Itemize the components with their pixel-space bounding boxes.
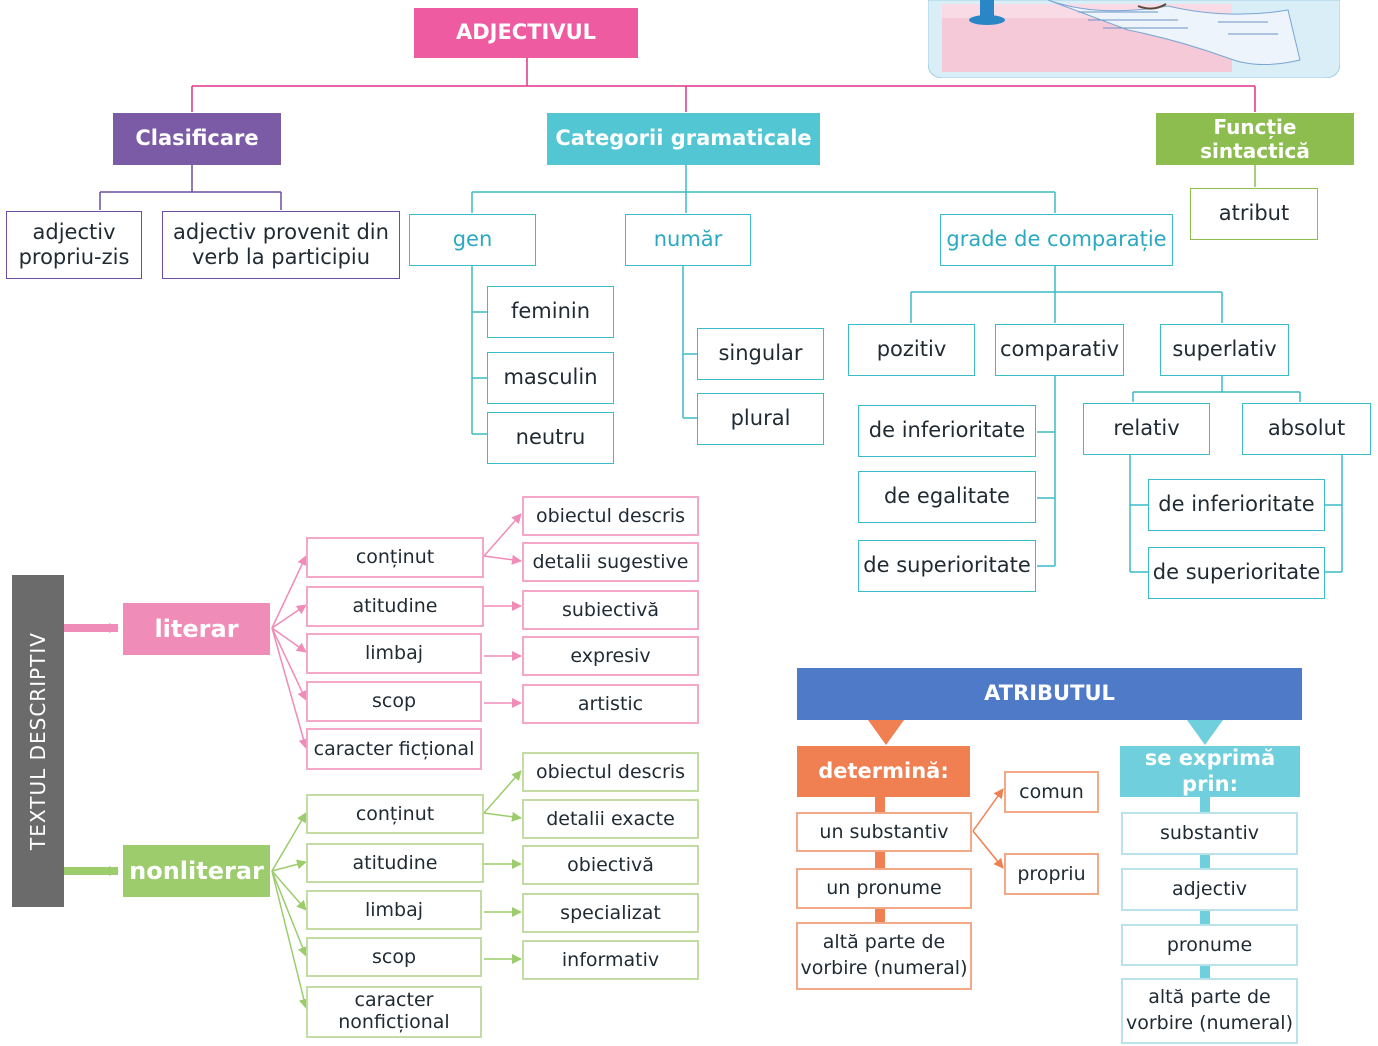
adjectivul-title: ADJECTIVUL [414,8,638,58]
textul-descriptiv-bar: TEXTUL DESCRIPTIV [12,575,64,907]
comparativ-egalitate-box: de egalitate [858,471,1036,523]
nonliterar-specializat: specializat [522,893,699,933]
singular-box: singular [697,328,824,380]
nonliterar-obiectul-descris: obiectul descris [522,752,699,792]
exprima-pronume: pronume [1121,924,1298,966]
neutru-box: neutru [487,412,614,464]
literar-header: literar [123,603,270,655]
literar-atitudine: atitudine [306,586,484,627]
gen-box: gen [409,214,536,266]
comun-box: comun [1004,771,1099,813]
nonliterar-obiectiva: obiectivă [522,845,699,885]
determina-alta-parte: altă parte de vorbire (numeral) [796,922,972,990]
literar-obiectul-descris: obiectul descris [522,496,699,536]
superlativ-inferioritate-box: de inferioritate [1148,479,1325,531]
adjectiv-participiu-label: adjectiv provenit din verb la participiu [173,219,389,269]
atributul-title: ATRIBUTUL [797,668,1302,720]
writing-illustration [927,0,1341,79]
adjectiv-propriu-zis-box: adjectiv propriu-zis [6,211,142,279]
adjectiv-participiu-box: adjectiv provenit din verb la participiu [162,211,400,279]
grade-comparatie-box: grade de comparație [940,214,1173,266]
comparativ-inferioritate-box: de inferioritate [858,405,1036,457]
literar-subiectiva: subiectivă [522,590,699,630]
textul-descriptiv-title: TEXTUL DESCRIPTIV [26,632,50,850]
feminin-box: feminin [487,286,614,338]
nonliterar-header: nonliterar [123,845,270,897]
propriu-box: propriu [1004,853,1099,895]
nonliterar-limbaj: limbaj [306,890,482,930]
exprima-alta-parte: altă parte de vorbire (numeral) [1121,978,1298,1044]
nonliterar-scop: scop [306,937,482,977]
adjectiv-propriu-zis-label: adjectiv propriu-zis [18,219,130,269]
superlativ-box: superlativ [1160,324,1289,376]
literar-detalii-sugestive: detalii sugestive [522,542,699,582]
exprima-adjectiv: adjectiv [1121,868,1298,911]
nonliterar-atitudine: atitudine [306,843,484,883]
literar-limbaj: limbaj [306,633,482,674]
functie-sintactica-header: Funcție sintactică [1156,113,1354,165]
nonliterar-caracter-nonfictional: caracter nonficțional [306,986,482,1038]
atribut-box: atribut [1190,188,1318,240]
literar-continut: conținut [306,537,484,578]
comparativ-superioritate-box: de superioritate [858,540,1036,592]
clasificare-header: Clasificare [113,113,281,165]
numar-box: număr [625,214,751,266]
absolut-box: absolut [1242,403,1371,455]
literar-expresiv: expresiv [522,636,699,676]
nonliterar-detalii-exacte: detalii exacte [522,799,699,839]
nonliterar-continut: conținut [306,794,484,834]
comparativ-box: comparativ [995,324,1124,376]
literar-artistic: artistic [522,684,699,724]
masculin-box: masculin [487,352,614,404]
relativ-box: relativ [1083,403,1210,455]
se-exprima-prin-header: se exprimă prin: [1120,746,1300,797]
nonliterar-informativ: informativ [522,940,699,980]
literar-scop: scop [306,681,482,722]
determina-pronume: un pronume [796,868,972,909]
determina-header: determină: [797,746,970,797]
exprima-substantiv: substantiv [1121,812,1298,855]
categorii-gramaticale-header: Categorii gramaticale [547,113,820,165]
pozitiv-box: pozitiv [848,324,975,376]
plural-box: plural [697,393,824,445]
literar-caracter-fictional: caracter ficțional [306,728,482,770]
superlativ-superioritate-box: de superioritate [1148,547,1325,599]
determina-substantiv: un substantiv [796,812,972,852]
